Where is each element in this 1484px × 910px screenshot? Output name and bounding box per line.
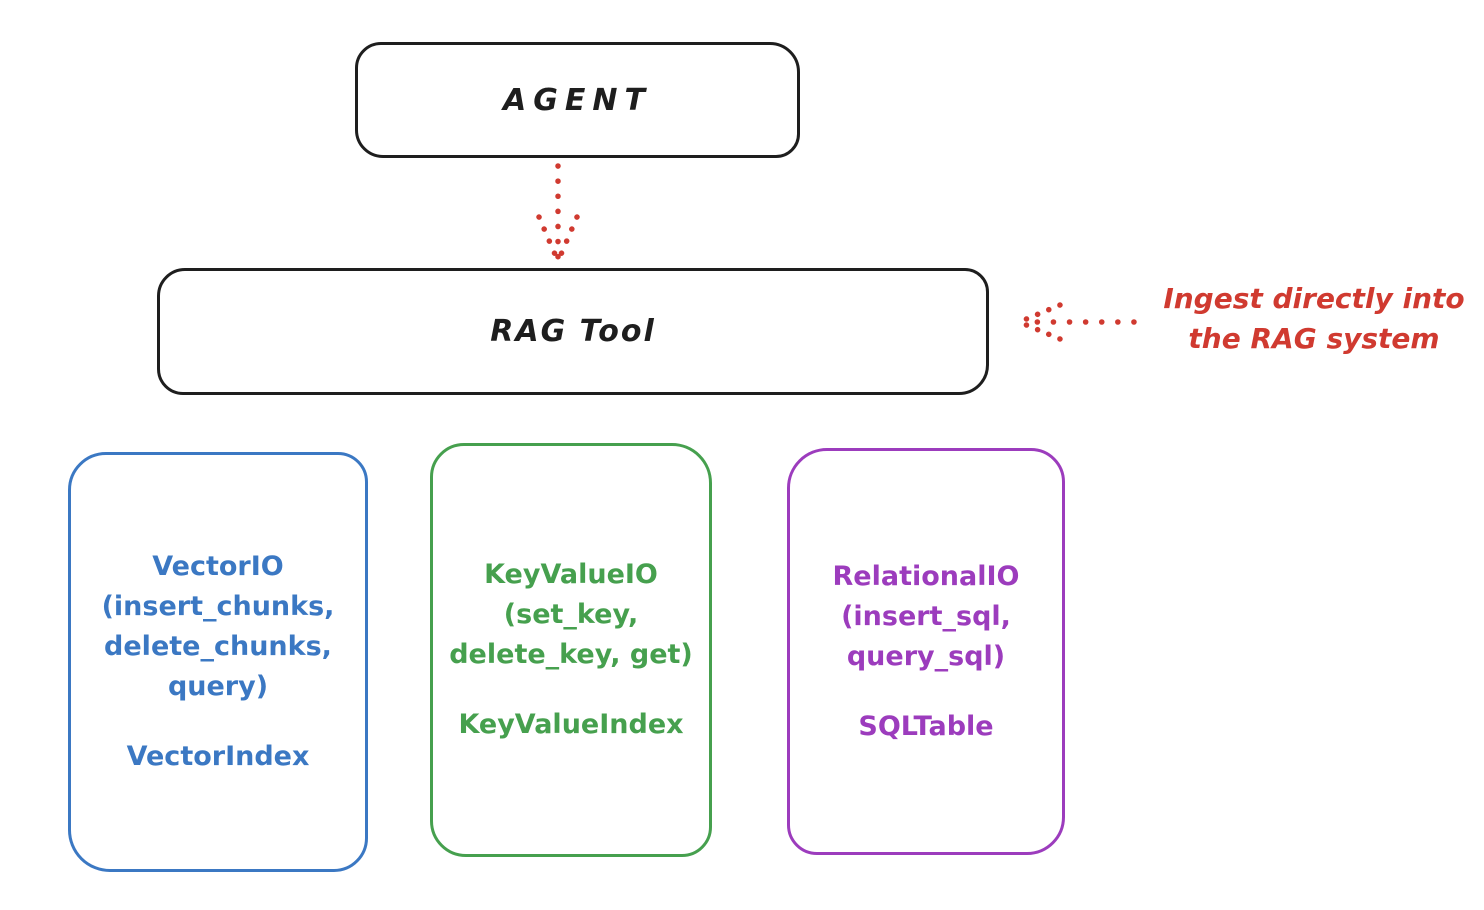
ingest-annotation-line2: the RAG system bbox=[1188, 322, 1440, 355]
agent-label: AGENT bbox=[503, 82, 652, 118]
rag-tool-node: RAG Tool bbox=[157, 268, 989, 395]
keyvalue-index-label: KeyValueIndex bbox=[458, 709, 684, 740]
relational-io-line: query_sql) bbox=[846, 640, 1006, 672]
left-arrow-icon bbox=[1021, 302, 1137, 342]
keyvalue-io-line: delete_key, get) bbox=[449, 639, 693, 670]
vector-io-line: (insert_chunks, bbox=[101, 591, 335, 622]
vector-io-line: delete_chunks, bbox=[104, 631, 332, 662]
relational-io-node: RelationalIO (insert_sql, query_sql) SQL… bbox=[787, 448, 1065, 855]
down-arrow-icon bbox=[536, 163, 580, 262]
vector-io-node: VectorIO (insert_chunks, delete_chunks, … bbox=[68, 452, 368, 872]
agent-node: AGENT bbox=[355, 42, 800, 158]
ingest-annotation: Ingest directly into the RAG system bbox=[1138, 279, 1484, 359]
vector-io-line: VectorIO bbox=[152, 551, 284, 582]
relational-io-line: RelationalIO bbox=[832, 560, 1020, 592]
ingest-annotation-line1: Ingest directly into bbox=[1163, 282, 1465, 315]
keyvalue-io-line: (set_key, bbox=[503, 599, 639, 630]
keyvalue-io-node: KeyValueIO (set_key, delete_key, get) Ke… bbox=[430, 443, 712, 857]
keyvalue-io-line: KeyValueIO bbox=[484, 559, 658, 590]
rag-tool-label: RAG Tool bbox=[490, 314, 656, 349]
vector-index-label: VectorIndex bbox=[126, 741, 310, 772]
relational-io-line: (insert_sql, bbox=[841, 600, 1011, 632]
vector-io-line: query) bbox=[167, 671, 269, 702]
sql-table-label: SQLTable bbox=[858, 710, 994, 742]
